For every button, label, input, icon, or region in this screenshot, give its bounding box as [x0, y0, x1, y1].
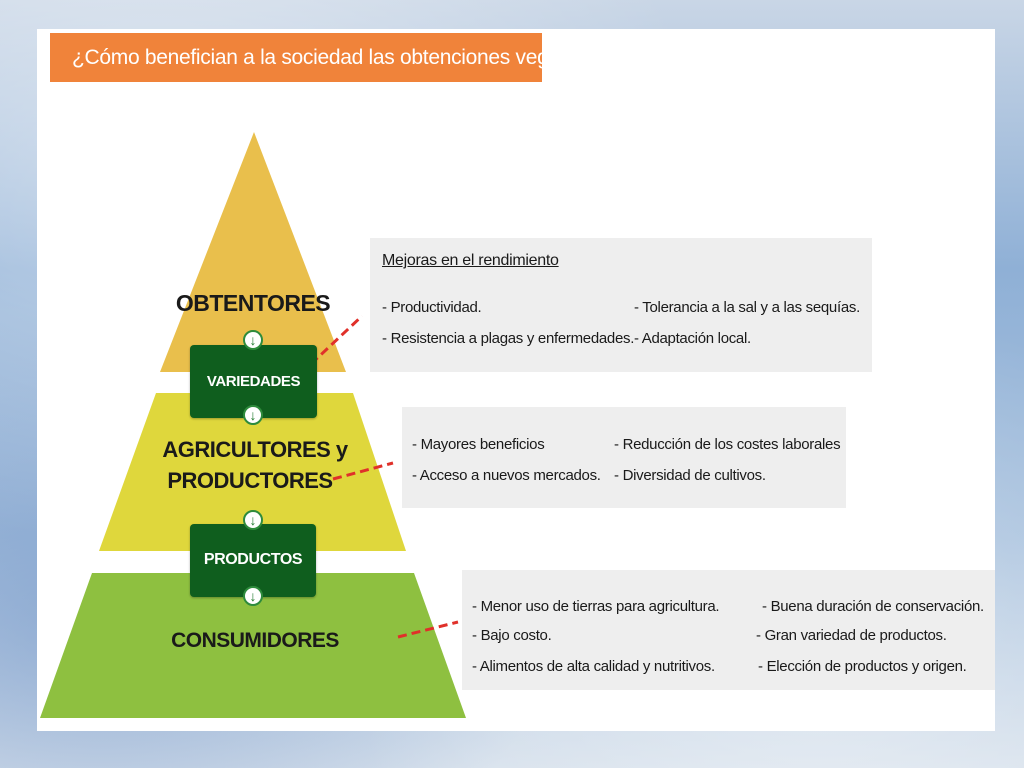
benefit-item: - Resistencia a plagas y enfermedades.: [382, 330, 635, 347]
box-title-yield: Mejoras en el rendimiento: [382, 252, 559, 269]
benefits-box-farmers: - Mayores beneficios - Acceso a nuevos m…: [402, 407, 846, 508]
benefit-item: - Tolerancia a la sal y a las sequías.: [634, 299, 860, 316]
tier-label-consumidores: CONSUMIDORES: [171, 629, 339, 652]
connector-line-breeders: [309, 314, 364, 366]
down-arrow-icon: ↓: [243, 405, 263, 425]
tier-label-obtentores: OBTENTORES: [175, 290, 331, 316]
tier-obtentores: [160, 132, 346, 372]
benefit-item: - Elección de productos y origen.: [758, 658, 967, 675]
benefit-item: - Buena duración de conservación.: [762, 598, 984, 615]
tier-label-agricultores-line1: AGRICULTORES y: [162, 437, 348, 462]
benefit-item: - Acceso a nuevos mercados.: [412, 467, 601, 484]
tier-agricultores: [99, 393, 406, 551]
tier-consumidores: [40, 573, 466, 718]
connector-line-consumers: [397, 620, 459, 639]
connector-productos: PRODUCTOS: [190, 524, 316, 597]
benefit-item: - Mayores beneficios: [412, 436, 545, 453]
benefit-item: - Reducción de los costes laborales: [614, 436, 841, 453]
benefit-item: - Adaptación local.: [634, 330, 751, 347]
benefit-item: - Alimentos de alta calidad y nutritivos…: [472, 658, 715, 675]
benefits-box-consumers: - Menor uso de tierras para agricultura.…: [462, 570, 995, 690]
benefit-item: - Productividad.: [382, 299, 482, 316]
down-arrow-icon: ↓: [243, 330, 263, 350]
down-arrow-icon: ↓: [243, 586, 263, 606]
benefit-item: - Bajo costo.: [472, 627, 552, 644]
slide-title: ¿Cómo benefician a la sociedad las obten…: [50, 33, 542, 82]
benefits-box-breeders: Mejoras en el rendimiento - Productivida…: [370, 238, 872, 372]
benefit-item: - Menor uso de tierras para agricultura.: [472, 598, 720, 615]
connector-line-farmers: [332, 461, 394, 481]
down-arrow-icon: ↓: [243, 510, 263, 530]
tier-label-agricultores-line2: PRODUCTORES: [167, 468, 333, 493]
benefit-item: - Gran variedad de productos.: [756, 627, 947, 644]
benefit-item: - Diversidad de cultivos.: [614, 467, 766, 484]
